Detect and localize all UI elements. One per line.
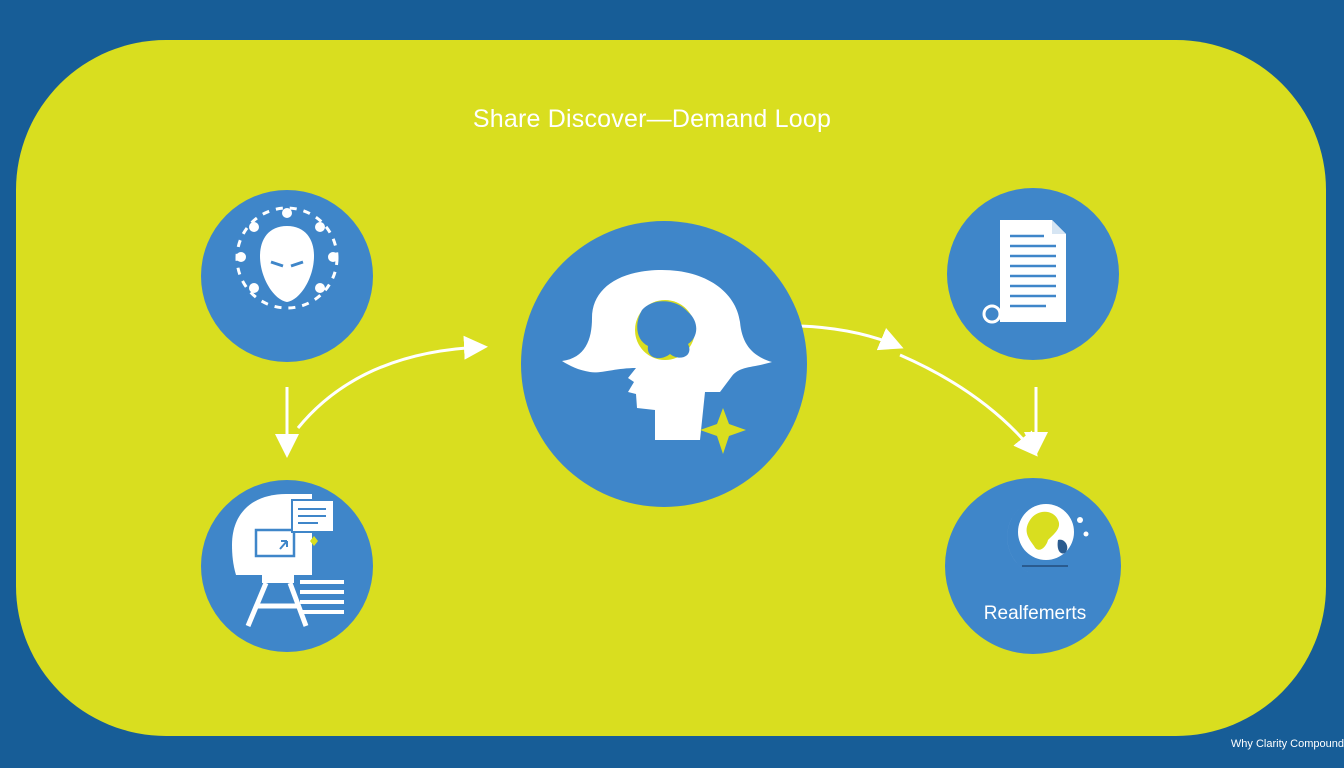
watermark: Why Clarity Compound bbox=[1230, 738, 1344, 750]
node-bottom-right bbox=[945, 478, 1121, 654]
globe-moon-icon bbox=[1007, 504, 1089, 577]
arrow-center-to-topright bbox=[799, 324, 904, 351]
arrow-bottomleft-to-center bbox=[296, 335, 488, 429]
node-center bbox=[521, 221, 807, 507]
presentation-easel-icon bbox=[232, 494, 344, 627]
node-top-left bbox=[201, 190, 373, 362]
arrow-center-to-bottomright bbox=[899, 353, 1038, 457]
node-top-right bbox=[947, 188, 1119, 360]
document-icon bbox=[982, 220, 1066, 324]
node-bottom-left bbox=[201, 480, 373, 652]
head-brain-spark-icon bbox=[562, 270, 772, 454]
node-bottom-right-label: Realfemerts bbox=[983, 603, 1087, 624]
person-network-icon bbox=[235, 206, 339, 310]
diagram-title: Share Discover—Demand Loop bbox=[472, 105, 832, 133]
